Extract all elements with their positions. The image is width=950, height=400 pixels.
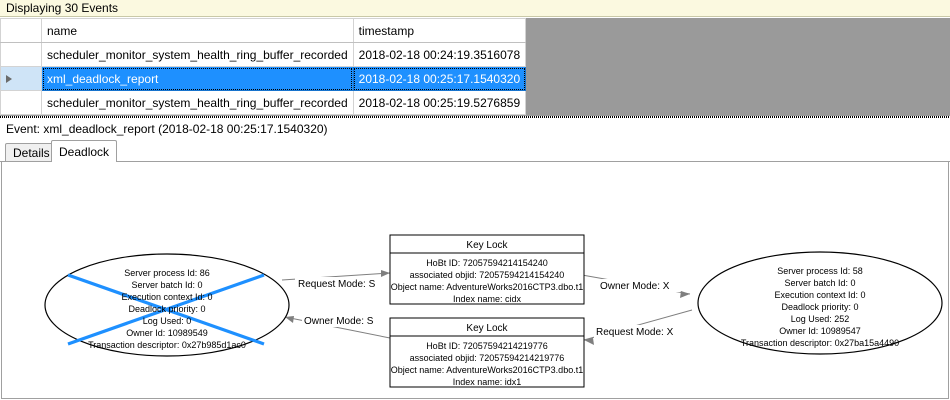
victim-line-2: Execution context Id: 0 [121, 292, 212, 302]
resource-top-line-3: Index name: cidx [453, 294, 522, 304]
victim-line-6: Transaction descriptor: 0x27b985d1ac0 [88, 340, 246, 350]
resource-bottom-line-0: HoBt ID: 72057594214219776 [426, 341, 548, 351]
row-selector-cell[interactable] [0, 66, 42, 91]
survivor-line-3: Deadlock priority: 0 [781, 302, 858, 312]
survivor-line-4: Log Used: 252 [791, 314, 850, 324]
victim-line-1: Server batch Id: 0 [131, 280, 202, 290]
surviving-process-ellipse [697, 251, 943, 355]
arrowhead-request-x [584, 338, 594, 345]
resource-top-body-box [389, 252, 585, 305]
cell-name[interactable]: xml_deadlock_report [41, 66, 354, 91]
victim-line-3: Deadlock priority: 0 [128, 304, 205, 314]
row-selector-header [0, 18, 42, 43]
resource-bottom-line-3: Index name: idx1 [453, 377, 522, 387]
table-row[interactable]: xml_deadlock_report 2018-02-18 00:25:17.… [0, 66, 527, 91]
resource-node-top: Key Lock HoBt ID: 72057594214154240 asso… [389, 234, 585, 305]
events-grid-header-row: name timestamp [0, 18, 527, 43]
graph-edge-labels: Request Mode: S Owner Mode: S Owner Mode… [295, 277, 684, 338]
row-selector-cell[interactable] [0, 90, 42, 115]
tab-deadlock-label: Deadlock [59, 144, 110, 159]
resource-bottom-title: Key Lock [466, 323, 508, 334]
edge-label-bg-owner-s [302, 314, 386, 327]
row-selector-cell[interactable] [0, 42, 42, 67]
events-grid-table: name timestamp scheduler_monitor_system_… [0, 18, 527, 115]
tab-details-label: Details [13, 146, 50, 160]
events-count-banner: Displaying 30 Events [0, 0, 950, 17]
tabstrip-divider [0, 161, 950, 162]
resource-bottom-line-1: associated objid: 72057594214219776 [410, 353, 565, 363]
edge-label-bg-owner-x [598, 279, 680, 292]
resource-node-bottom: Key Lock HoBt ID: 72057594214219776 asso… [389, 317, 585, 388]
edge-label-bg-request-x [594, 325, 684, 338]
survivor-line-6: Transaction descriptor: 0x27ba15a4490 [741, 338, 899, 348]
table-row[interactable]: scheduler_monitor_system_health_ring_buf… [0, 90, 527, 115]
arrowhead-request-s [381, 270, 390, 277]
edge-label-owner-x: Owner Mode: X [600, 281, 670, 292]
arrowhead-owner-s [285, 316, 294, 323]
victim-line-4: Log Used: 0 [143, 316, 192, 326]
resource-top-title: Key Lock [466, 240, 508, 251]
edge-label-owner-s: Owner Mode: S [304, 316, 374, 327]
resource-bottom-line-2: Object name: AdventureWorks2016CTP3.dbo.… [391, 365, 583, 375]
cell-timestamp[interactable]: 2018-02-18 00:25:17.1540320 [352, 66, 527, 91]
cell-name[interactable]: scheduler_monitor_system_health_ring_buf… [41, 90, 354, 115]
cell-name[interactable]: scheduler_monitor_system_health_ring_buf… [41, 42, 354, 67]
surviving-process-node: Server process Id: 58 Server batch Id: 0… [697, 251, 943, 355]
victim-line-0: Server process Id: 86 [124, 268, 210, 278]
tab-deadlock[interactable]: Deadlock [51, 140, 118, 162]
cell-timestamp[interactable]: 2018-02-18 00:25:19.5276859 [352, 90, 527, 115]
edge-label-request-s: Request Mode: S [298, 279, 376, 290]
resource-top-line-2: Object name: AdventureWorks2016CTP3.dbo.… [391, 282, 583, 292]
column-header-name[interactable]: name [41, 18, 354, 43]
events-panel: Displaying 30 Events name timestamp sche… [0, 0, 950, 118]
edge-label-request-x: Request Mode: X [596, 327, 674, 338]
survivor-line-2: Execution context Id: 0 [774, 290, 865, 300]
victim-line-5: Owner Id: 10989549 [126, 328, 208, 338]
tabstrip: Details Deadlock [0, 140, 950, 162]
victim-cross-icon [67, 273, 265, 346]
tab-details[interactable]: Details [5, 143, 58, 162]
table-row[interactable]: scheduler_monitor_system_health_ring_buf… [0, 42, 527, 67]
current-row-arrow-icon [6, 74, 12, 83]
victim-process-node: Server process Id: 86 Server batch Id: 0… [44, 253, 290, 357]
deadlock-graph-canvas[interactable]: Server process Id: 86 Server batch Id: 0… [1, 162, 949, 399]
event-header-text: Event: xml_deadlock_report (2018-02-18 0… [6, 122, 328, 136]
arrowhead-owner-x [680, 291, 690, 298]
event-header: Event: xml_deadlock_report (2018-02-18 0… [0, 119, 950, 139]
survivor-line-0: Server process Id: 58 [777, 266, 863, 276]
cell-timestamp[interactable]: 2018-02-18 00:24:19.3516078 [352, 42, 527, 67]
edge-label-bg-request-s [295, 277, 383, 290]
resource-top-line-1: associated objid: 72057594214154240 [410, 270, 565, 280]
column-header-timestamp[interactable]: timestamp [352, 18, 527, 43]
resource-bottom-body-box [389, 335, 585, 388]
events-count-text: Displaying 30 Events [6, 1, 119, 15]
events-grid[interactable]: name timestamp scheduler_monitor_system_… [0, 18, 950, 116]
resource-top-line-0: HoBt ID: 72057594214154240 [426, 258, 548, 268]
survivor-line-1: Server batch Id: 0 [784, 278, 855, 288]
survivor-line-5: Owner Id: 10989547 [779, 326, 861, 336]
splitter-handle[interactable] [0, 116, 950, 118]
